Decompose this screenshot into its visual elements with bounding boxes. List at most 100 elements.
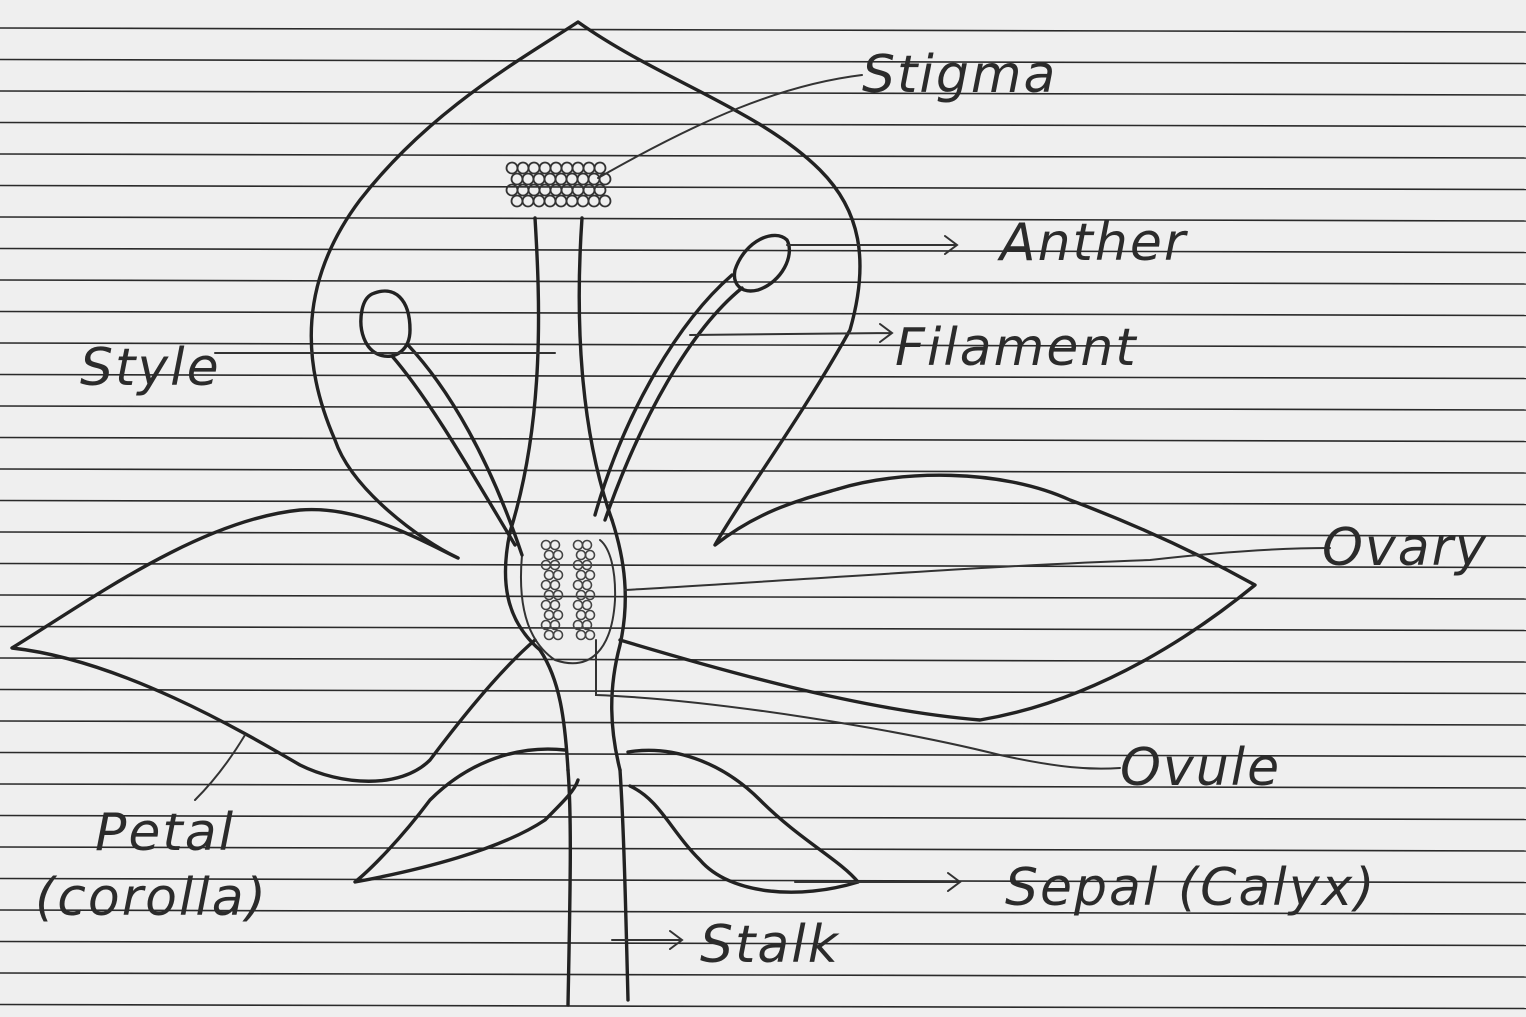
label-style: Style (80, 338, 221, 398)
ruled-line (0, 784, 1526, 788)
label-stigma: Stigma (862, 45, 1057, 105)
right-sepal (628, 750, 858, 892)
stigma-bubble (545, 174, 556, 185)
ovule-dot (574, 601, 583, 610)
ovule-dot (583, 601, 592, 610)
ruled-line (0, 91, 1526, 95)
ovule-dot (577, 591, 586, 600)
stigma-bubble (556, 196, 567, 207)
ovule-dot (554, 631, 563, 640)
ovule-dot (586, 631, 595, 640)
stigma-bubble (589, 196, 600, 207)
label-ovule: Ovule (1120, 738, 1281, 798)
stigma-bubble (556, 174, 567, 185)
stigma-bubble (523, 196, 534, 207)
label-filament: Filament (895, 318, 1138, 378)
ruled-line (0, 658, 1526, 662)
stigma-bubble (578, 196, 589, 207)
ovule-dot (554, 551, 563, 560)
ruled-line (0, 375, 1526, 379)
ovule-dot (574, 541, 583, 550)
ruled-line (0, 1005, 1526, 1009)
stigma-bubble (573, 163, 584, 174)
ovule-dot (545, 631, 554, 640)
stigma-bubble (578, 174, 589, 185)
ovule-dot (545, 611, 554, 620)
leader-stigma (598, 75, 862, 178)
stigma-bubble (545, 196, 556, 207)
left-anther (361, 291, 410, 356)
ovule-dot (542, 601, 551, 610)
ovule-dot (551, 601, 560, 610)
stigma-bubble (534, 196, 545, 207)
stigma-bubble (523, 174, 534, 185)
ruled-line (0, 60, 1526, 64)
ovule-dot (583, 581, 592, 590)
ruled-line (0, 532, 1526, 536)
leader-petal (195, 735, 245, 800)
ovule-dot (554, 571, 563, 580)
leader-stalk (612, 931, 682, 949)
label-ovary: Ovary (1322, 518, 1488, 578)
label-corolla: (corolla) (35, 868, 268, 928)
ruled-line (0, 280, 1526, 284)
stigma-bubble (595, 163, 606, 174)
ovule-dot (554, 591, 563, 600)
stigma-bubble (584, 185, 595, 196)
ovule-dot (586, 591, 595, 600)
stigma-bubble (600, 196, 611, 207)
ovule-dot (554, 611, 563, 620)
ruled-line (0, 753, 1526, 757)
stigma-bubble (567, 196, 578, 207)
leader-filament (690, 324, 892, 342)
ovule-dot (577, 611, 586, 620)
ovule-dot (545, 591, 554, 600)
ruled-line (0, 249, 1526, 253)
stigma-bubble (534, 174, 545, 185)
stigma-bubble (595, 185, 606, 196)
stigma-bubble (507, 163, 518, 174)
ovule-dot (586, 611, 595, 620)
stem (568, 770, 628, 1005)
ovule-dot (542, 581, 551, 590)
ovule-dot (577, 571, 586, 580)
label-anther: Anther (997, 213, 1189, 273)
right-filament (595, 275, 742, 520)
stigma-bubble (584, 163, 595, 174)
stigma-bubble (540, 163, 551, 174)
stigma-bubble (529, 163, 540, 174)
ovule-dot (586, 551, 595, 560)
top-petal (311, 22, 860, 558)
stigma-bubble (551, 185, 562, 196)
ruled-line (0, 154, 1526, 158)
ovule-dot (542, 541, 551, 550)
pistil-style (510, 218, 612, 532)
ovules-cluster (542, 541, 595, 640)
ruled-line (0, 564, 1526, 568)
ovule-dot (551, 581, 560, 590)
ovule-dot (545, 571, 554, 580)
ruled-line (0, 438, 1526, 442)
ruled-line (0, 343, 1526, 347)
label-petal: Petal (95, 803, 235, 863)
stigma-cluster (507, 163, 611, 207)
ruled-line (0, 28, 1526, 32)
label-sepal: Sepal (Calyx) (1005, 858, 1377, 918)
ovule-dot (577, 551, 586, 560)
ruled-line (0, 312, 1526, 316)
ovule-dot (574, 581, 583, 590)
ovule-dot (551, 541, 560, 550)
leader-sepal (795, 873, 960, 891)
ruled-line (0, 501, 1526, 505)
stigma-bubble (512, 174, 523, 185)
stigma-bubble (562, 163, 573, 174)
left-petal (12, 510, 535, 782)
stigma-bubble (518, 163, 529, 174)
ruled-line (0, 690, 1526, 694)
stigma-bubble (589, 174, 600, 185)
stigma-bubble (567, 174, 578, 185)
ruled-line (0, 217, 1526, 221)
ovule-dot (583, 541, 592, 550)
